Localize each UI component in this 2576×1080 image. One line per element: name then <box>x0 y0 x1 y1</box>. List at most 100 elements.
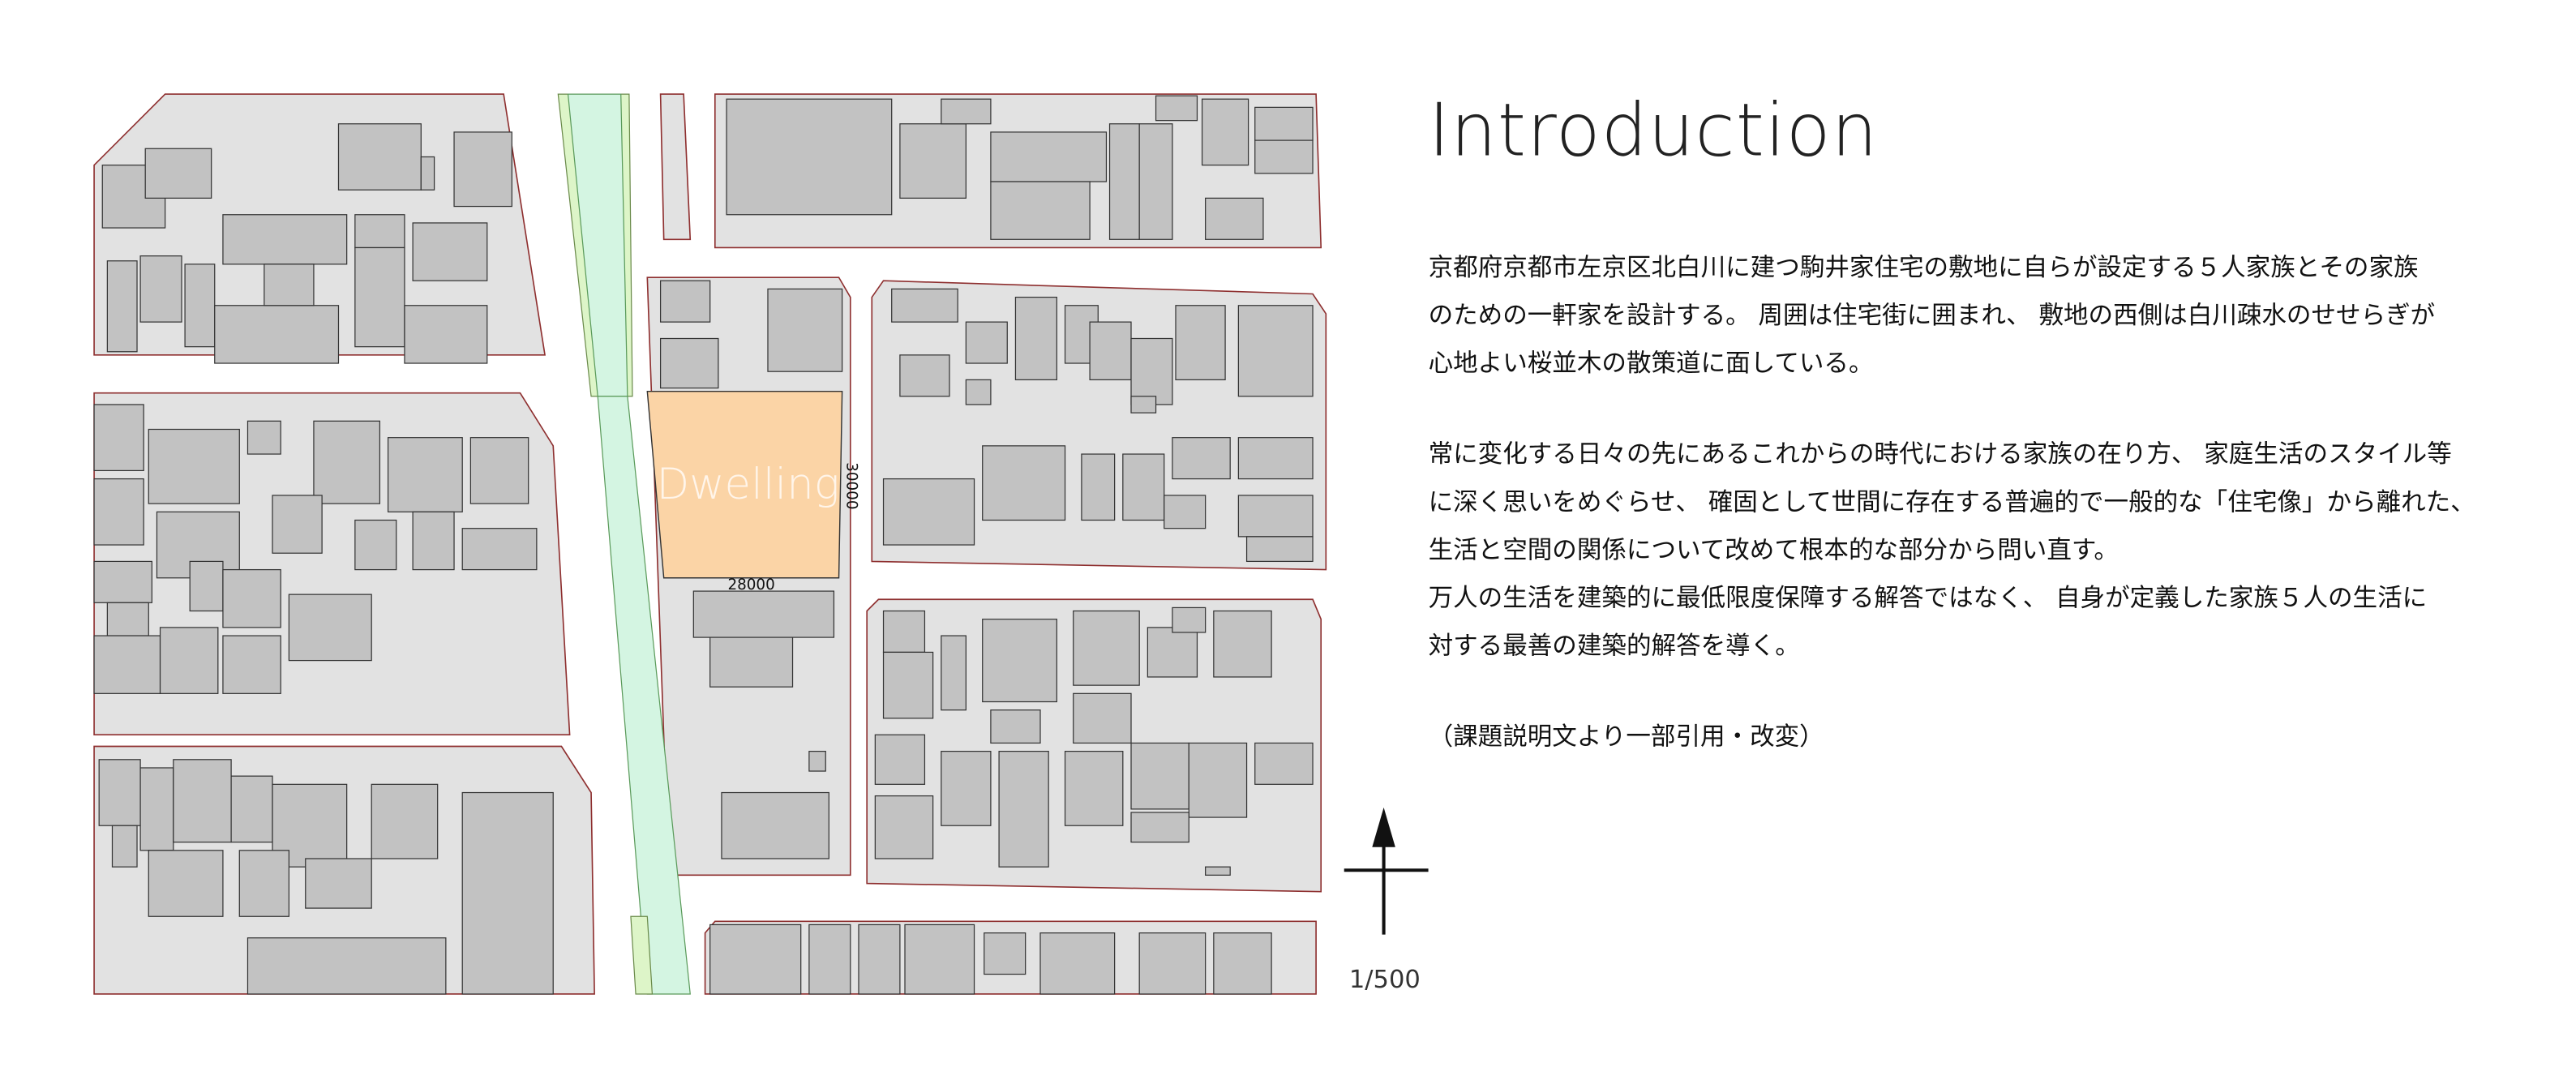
building <box>144 148 212 199</box>
building <box>93 404 144 472</box>
building <box>858 924 901 995</box>
text-line: 心地よい桜並木の散策道に面している。 <box>1428 348 1874 379</box>
building <box>222 214 348 265</box>
building <box>111 825 138 868</box>
building <box>93 560 152 603</box>
paragraph: 常に変化する日々の先にあるこれからの時代における家族の在り方、 家庭生活のスタイ… <box>1429 431 2518 671</box>
building <box>288 594 372 662</box>
building <box>412 222 488 281</box>
building <box>337 123 422 191</box>
building <box>264 264 315 306</box>
building <box>189 560 224 612</box>
building <box>767 288 843 372</box>
building <box>404 305 488 364</box>
page-title: Introduction <box>1428 88 1879 174</box>
dimension-vertical: 30000 <box>843 462 860 509</box>
building <box>173 759 232 843</box>
building <box>354 519 397 571</box>
building <box>1201 98 1249 166</box>
text-line: 京都府京都市左京区北白川に建つ駒井家住宅の敷地に自らが設定する５人家族とその家族 <box>1428 252 2419 283</box>
building <box>106 602 149 636</box>
building <box>1155 95 1198 122</box>
building <box>214 305 340 364</box>
building <box>222 568 281 628</box>
building <box>387 437 463 512</box>
building <box>808 750 826 772</box>
building <box>159 627 219 694</box>
building <box>461 791 554 995</box>
building <box>874 795 934 859</box>
building <box>139 255 182 323</box>
building <box>984 932 1027 975</box>
building <box>1172 437 1231 480</box>
building <box>1073 610 1140 686</box>
building <box>98 759 141 826</box>
building <box>1130 812 1189 843</box>
north-arrow-icon <box>1344 807 1429 935</box>
building <box>148 428 240 504</box>
building <box>990 131 1108 182</box>
dwelling-site[interactable] <box>646 390 843 579</box>
building <box>990 709 1041 744</box>
building <box>899 354 950 397</box>
building <box>246 937 447 995</box>
building <box>982 445 1066 521</box>
building <box>305 858 372 909</box>
building <box>1175 305 1226 381</box>
text-line: 生活と空間の関係について改めて根本的な部分から問い直す。 <box>1428 534 2119 565</box>
building <box>272 495 323 554</box>
building <box>1122 453 1165 521</box>
building <box>371 783 439 859</box>
building <box>139 767 174 851</box>
building <box>1254 742 1314 785</box>
building <box>453 131 512 208</box>
building <box>882 651 934 719</box>
text-line: のための一軒家を設計する。 周囲は住宅街に囲まれ、 敷地の西側は白川疎水のせせら… <box>1428 300 2436 331</box>
building <box>659 280 711 323</box>
building <box>469 437 529 504</box>
building <box>222 635 281 694</box>
building <box>354 214 405 249</box>
building <box>1081 453 1116 521</box>
building <box>1138 932 1207 995</box>
building <box>659 337 719 389</box>
block <box>659 93 692 241</box>
building <box>982 619 1057 703</box>
building <box>1237 305 1314 397</box>
building <box>1138 123 1173 240</box>
text-line: （課題説明文より一部引用・改変） <box>1428 721 1824 752</box>
text-line: 対する最善の建築的解答を導く。 <box>1428 630 1800 661</box>
building <box>941 635 967 711</box>
building <box>1245 536 1314 563</box>
building <box>941 750 992 826</box>
building <box>238 850 289 917</box>
building <box>882 478 975 546</box>
building <box>709 636 794 688</box>
building <box>148 850 224 917</box>
building <box>998 750 1049 868</box>
buildings <box>93 95 1314 995</box>
building <box>1147 627 1198 678</box>
building <box>412 511 455 571</box>
building <box>1108 123 1140 240</box>
building <box>1064 750 1124 826</box>
building <box>1130 742 1189 810</box>
building <box>1237 495 1314 538</box>
text-line: 万人の生活を建築的に最低限度保障する解答ではなく、 自身が定義した家族５人の生活… <box>1428 582 2428 613</box>
building <box>1205 866 1231 876</box>
building <box>184 264 216 348</box>
building <box>106 260 138 353</box>
building <box>882 610 926 654</box>
site-label: Dwelling <box>656 460 839 509</box>
building <box>808 924 851 995</box>
building <box>726 98 893 216</box>
building <box>1014 296 1057 381</box>
text-line: 常に変化する日々の先にあるこれからの時代における家族の在り方、 家庭生活のスタイ… <box>1428 439 2452 469</box>
building <box>709 924 802 995</box>
building <box>1130 337 1173 405</box>
dimension-horizontal: 28000 <box>727 576 774 594</box>
building <box>891 288 958 323</box>
building <box>1164 495 1207 529</box>
